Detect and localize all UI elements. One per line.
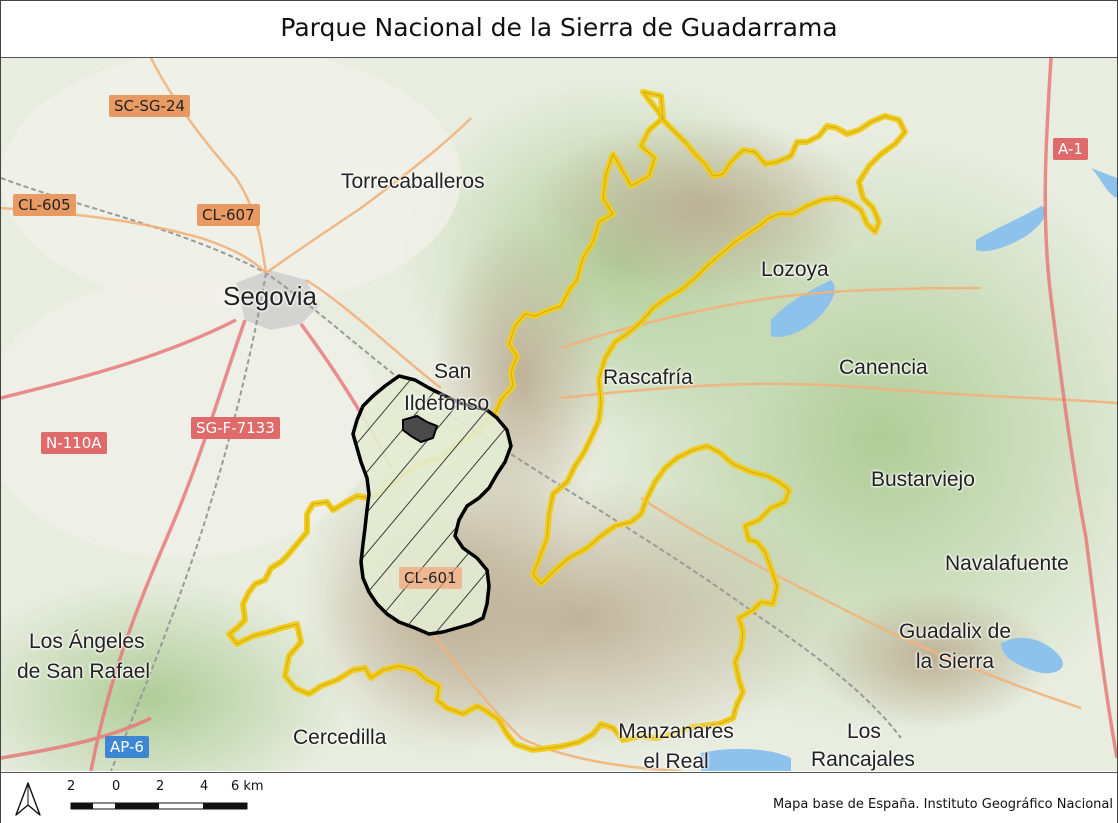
place-manzanares-1: Manzanares [618, 720, 734, 743]
place-los-rancajales-1: Los [847, 720, 881, 743]
title-bar: Parque Nacional de la Sierra de Guadarra… [1, 1, 1117, 58]
place-rascafria: Rascafría [603, 366, 693, 389]
place-los-rancajales-2: Rancajales [811, 748, 915, 771]
place-guadalix-1: Guadalix de [898, 620, 1012, 643]
hatched-area [351, 374, 513, 636]
road-shield-a-1: A-1 [1053, 138, 1088, 160]
place-los-angeles-2: de San Rafael [17, 660, 151, 683]
map-footer: 2 0 2 4 6 km Mapa base de España. Instit… [1, 772, 1117, 823]
scale-label-0: 0 [112, 779, 121, 794]
place-guadalix-2: la Sierra [915, 650, 995, 673]
scale-label-2: 2 [156, 779, 165, 794]
road-shield-sc-sg-24: SC-SG-24 [109, 95, 191, 117]
scale-label-4: 4 [200, 779, 209, 794]
map-canvas[interactable]: SC-SG-24 CL-605 CL-607 SG-F-7133 N-110A … [1, 58, 1117, 771]
place-lozoya: Lozoya [761, 258, 829, 281]
scale-label-2-left: 2 [67, 779, 76, 794]
basemap-svg [1, 58, 1117, 771]
place-canencia: Canencia [839, 356, 928, 379]
place-san-ildefonso-2: Ildefonso [404, 392, 490, 415]
segovia-urban-area [236, 270, 319, 330]
place-los-angeles-1: Los Ángeles [29, 630, 145, 653]
scale-label-6km: 6 km [231, 779, 264, 794]
road-shield-cl-605: CL-605 [13, 194, 76, 216]
place-bustarviejo: Bustarviejo [871, 468, 975, 491]
road-shield-ap-6: AP-6 [105, 736, 149, 758]
place-navalafuente: Navalafuente [945, 552, 1069, 575]
secondary-roads [1, 58, 1117, 771]
place-segovia: Segovia [223, 281, 317, 311]
road-shield-cl-607: CL-607 [197, 204, 260, 226]
road-shield-n-110a: N-110A [41, 432, 107, 454]
map-title: Parque Nacional de la Sierra de Guadarra… [280, 13, 838, 42]
scale-bar-graphic [70, 802, 248, 810]
north-arrow-icon [15, 782, 41, 816]
major-roads [1, 58, 1117, 771]
place-torrecaballeros: Torrecaballeros [341, 170, 485, 193]
place-manzanares-2: el Real [643, 750, 709, 771]
place-cercedilla: Cercedilla [293, 726, 387, 749]
road-shield-sg-f-7133: SG-F-7133 [191, 417, 280, 439]
attribution-text: Mapa base de España. Instituto Geográfic… [772, 797, 1113, 812]
place-san-ildefonso-1: San [434, 360, 472, 383]
scale-bar: 2 0 2 4 6 km [61, 779, 281, 819]
road-shield-cl-601: CL-601 [399, 567, 462, 589]
